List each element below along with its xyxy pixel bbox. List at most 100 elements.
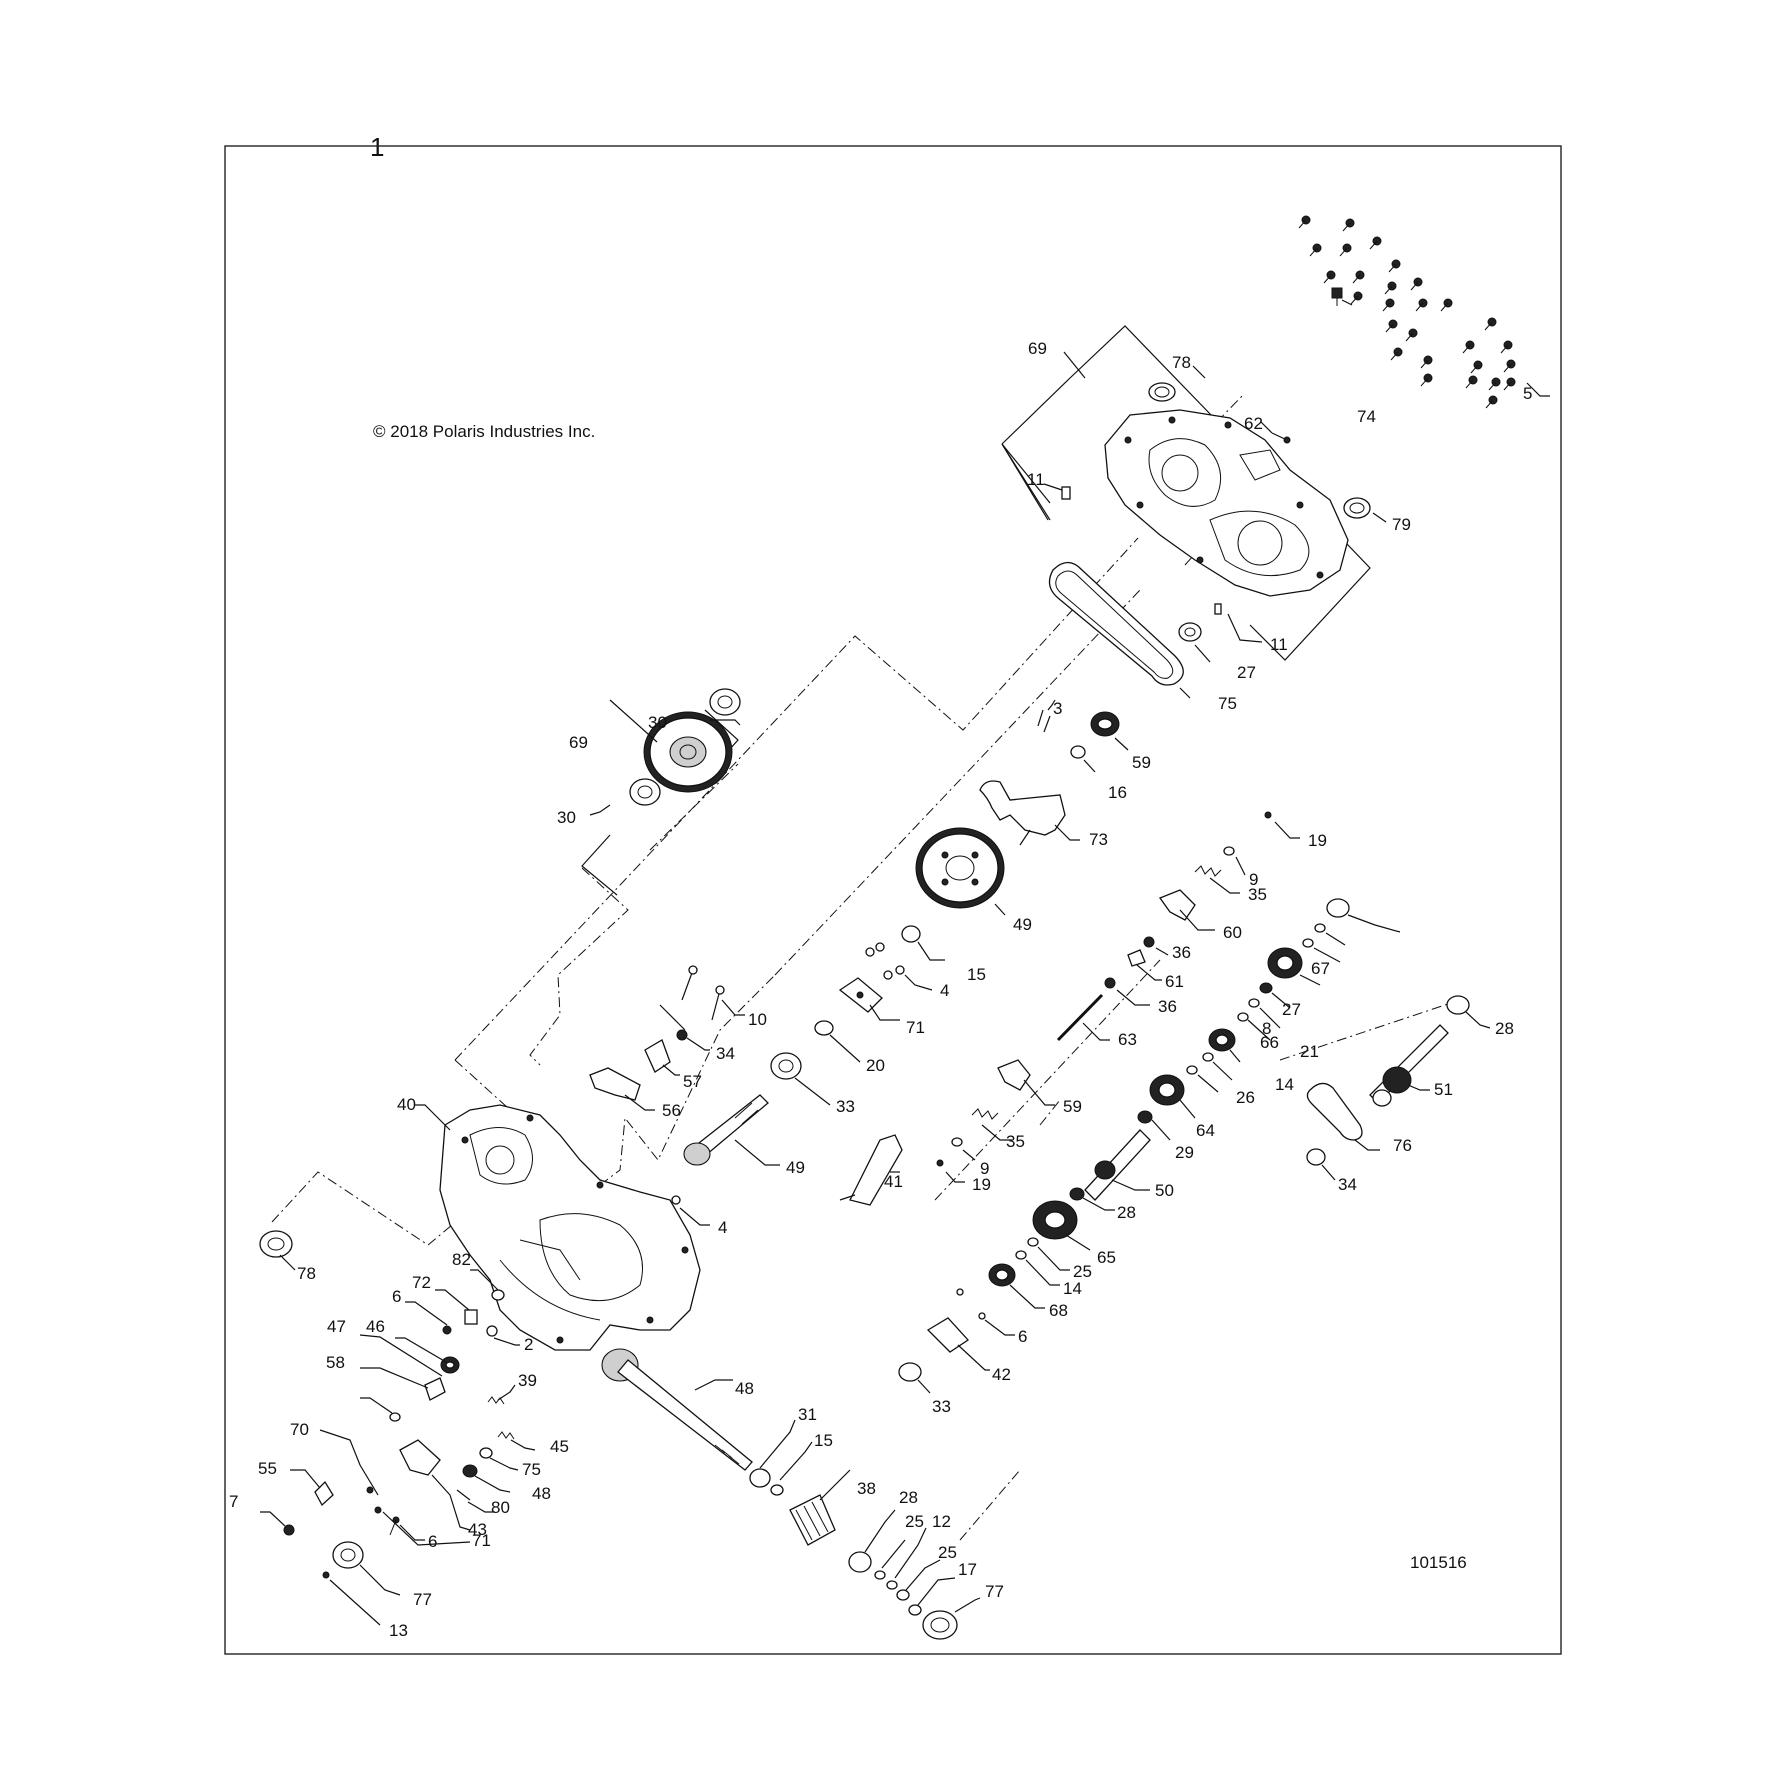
- ring-24: [896, 1589, 910, 1601]
- chain-74: [1306, 1082, 1363, 1141]
- callout: 58: [326, 1353, 345, 1372]
- seal-79: [1343, 497, 1371, 519]
- spring-35-upper: [1194, 865, 1222, 877]
- plate-42: [926, 1317, 969, 1353]
- lever-55: [424, 1377, 446, 1401]
- ring-14-lower: [1015, 1250, 1027, 1260]
- callout: 27: [1282, 1000, 1301, 1019]
- dowel-11-left: [1061, 486, 1071, 500]
- callout: 49: [786, 1158, 805, 1177]
- nut-7: [283, 1524, 295, 1536]
- dowel-4-lower: [671, 1195, 681, 1205]
- callout: 30: [557, 808, 576, 827]
- callout: 69: [1028, 339, 1047, 358]
- bearing-30-upper: [709, 688, 741, 716]
- seal-78-upper: [1148, 382, 1176, 402]
- ring-36-lower: [1104, 977, 1116, 989]
- callout: 49: [1013, 915, 1032, 934]
- callout: 48: [532, 1484, 551, 1503]
- callout: 16: [1108, 783, 1127, 802]
- clip-57: [1127, 949, 1146, 967]
- ring-72: [479, 1447, 493, 1459]
- callout: 71: [906, 1018, 925, 1037]
- callout: 25: [1073, 1262, 1092, 1281]
- callout: 40: [397, 1095, 416, 1114]
- callout: 11: [1270, 635, 1288, 654]
- callout: 79: [1392, 515, 1411, 534]
- bearing-30-lower: [629, 778, 661, 806]
- callout: 39: [518, 1371, 537, 1390]
- callout: 36: [1172, 943, 1191, 962]
- callout: 41: [884, 1172, 903, 1191]
- callout: 20: [866, 1056, 885, 1075]
- callout: 71: [472, 1531, 491, 1550]
- callout: 80: [491, 1498, 510, 1517]
- callout: 25: [938, 1543, 957, 1562]
- callout: 26: [1236, 1088, 1255, 1107]
- callout: 73: [1089, 830, 1108, 849]
- callout: 19: [1308, 831, 1327, 850]
- ring-15-upper: [901, 925, 921, 943]
- callout: 35: [1006, 1132, 1025, 1151]
- selector-41: [839, 1134, 903, 1206]
- ring-23: [874, 1570, 886, 1580]
- seal-78-lower: [259, 1230, 293, 1258]
- shaft-51: [1369, 1024, 1449, 1107]
- dowels-6-right: [956, 1288, 986, 1320]
- dowels-4: [865, 942, 905, 980]
- ring-36-upper: [1143, 936, 1155, 948]
- callout: 56: [662, 1101, 681, 1120]
- callout: 33: [836, 1097, 855, 1116]
- collar-63: [988, 1263, 1016, 1287]
- callout: 59: [1063, 1097, 1082, 1116]
- callout: 63: [1118, 1030, 1137, 1049]
- callout: 21: [1300, 1042, 1319, 1061]
- bearing-31: [749, 1468, 771, 1488]
- callout: 15: [967, 965, 986, 984]
- studs-10: [681, 965, 725, 1021]
- pin-60: [1271, 432, 1291, 444]
- callout: 76: [1393, 1136, 1412, 1155]
- rod-58: [1056, 993, 1104, 1042]
- callout: 33: [932, 1397, 951, 1416]
- bolt-6-left: [442, 1325, 452, 1335]
- ring-18: [908, 1604, 922, 1616]
- detent-19-upper: [1264, 811, 1272, 819]
- plug-70: [1331, 287, 1343, 306]
- callout: 2: [524, 1335, 533, 1354]
- gear-44: [440, 1356, 460, 1374]
- callout: 67: [1311, 959, 1330, 978]
- gear-62: [1032, 1200, 1078, 1240]
- detent-19-lower: [936, 1159, 944, 1167]
- washer-9-lower: [951, 1137, 963, 1147]
- bearing-32: [770, 1052, 802, 1080]
- callout: 8: [1262, 1019, 1271, 1038]
- dowel-11-right: [1214, 603, 1222, 615]
- callout: 13: [389, 1621, 408, 1640]
- callout: 5: [1523, 384, 1532, 403]
- callout: 59: [1132, 753, 1151, 772]
- ring-81: [491, 1289, 505, 1301]
- pins-3: [1037, 709, 1051, 733]
- bearing-27-right: [1326, 898, 1350, 918]
- spring-35-lower: [971, 1108, 999, 1120]
- callout: 77: [985, 1582, 1004, 1601]
- leader-lines: [260, 299, 1550, 1626]
- callout: 57: [683, 1072, 702, 1091]
- gear-66: [643, 711, 733, 793]
- callout: 28: [1117, 1203, 1136, 1222]
- page-number: 1: [370, 132, 384, 162]
- washer-9-upper: [1223, 846, 1235, 856]
- ring-20: [1237, 1012, 1249, 1022]
- callout: 35: [1248, 885, 1267, 904]
- drive-belt-73: [1048, 561, 1184, 686]
- callout: 51: [1434, 1080, 1453, 1099]
- bearing-29-upper: [1137, 1110, 1153, 1124]
- callout: 64: [1196, 1121, 1215, 1140]
- ring-12: [886, 1580, 898, 1590]
- callout: 12: [932, 1512, 951, 1531]
- seal-77: [922, 1610, 958, 1640]
- callout: 70: [290, 1420, 309, 1439]
- callout: 75: [1218, 694, 1237, 713]
- washer-8: [1248, 998, 1260, 1008]
